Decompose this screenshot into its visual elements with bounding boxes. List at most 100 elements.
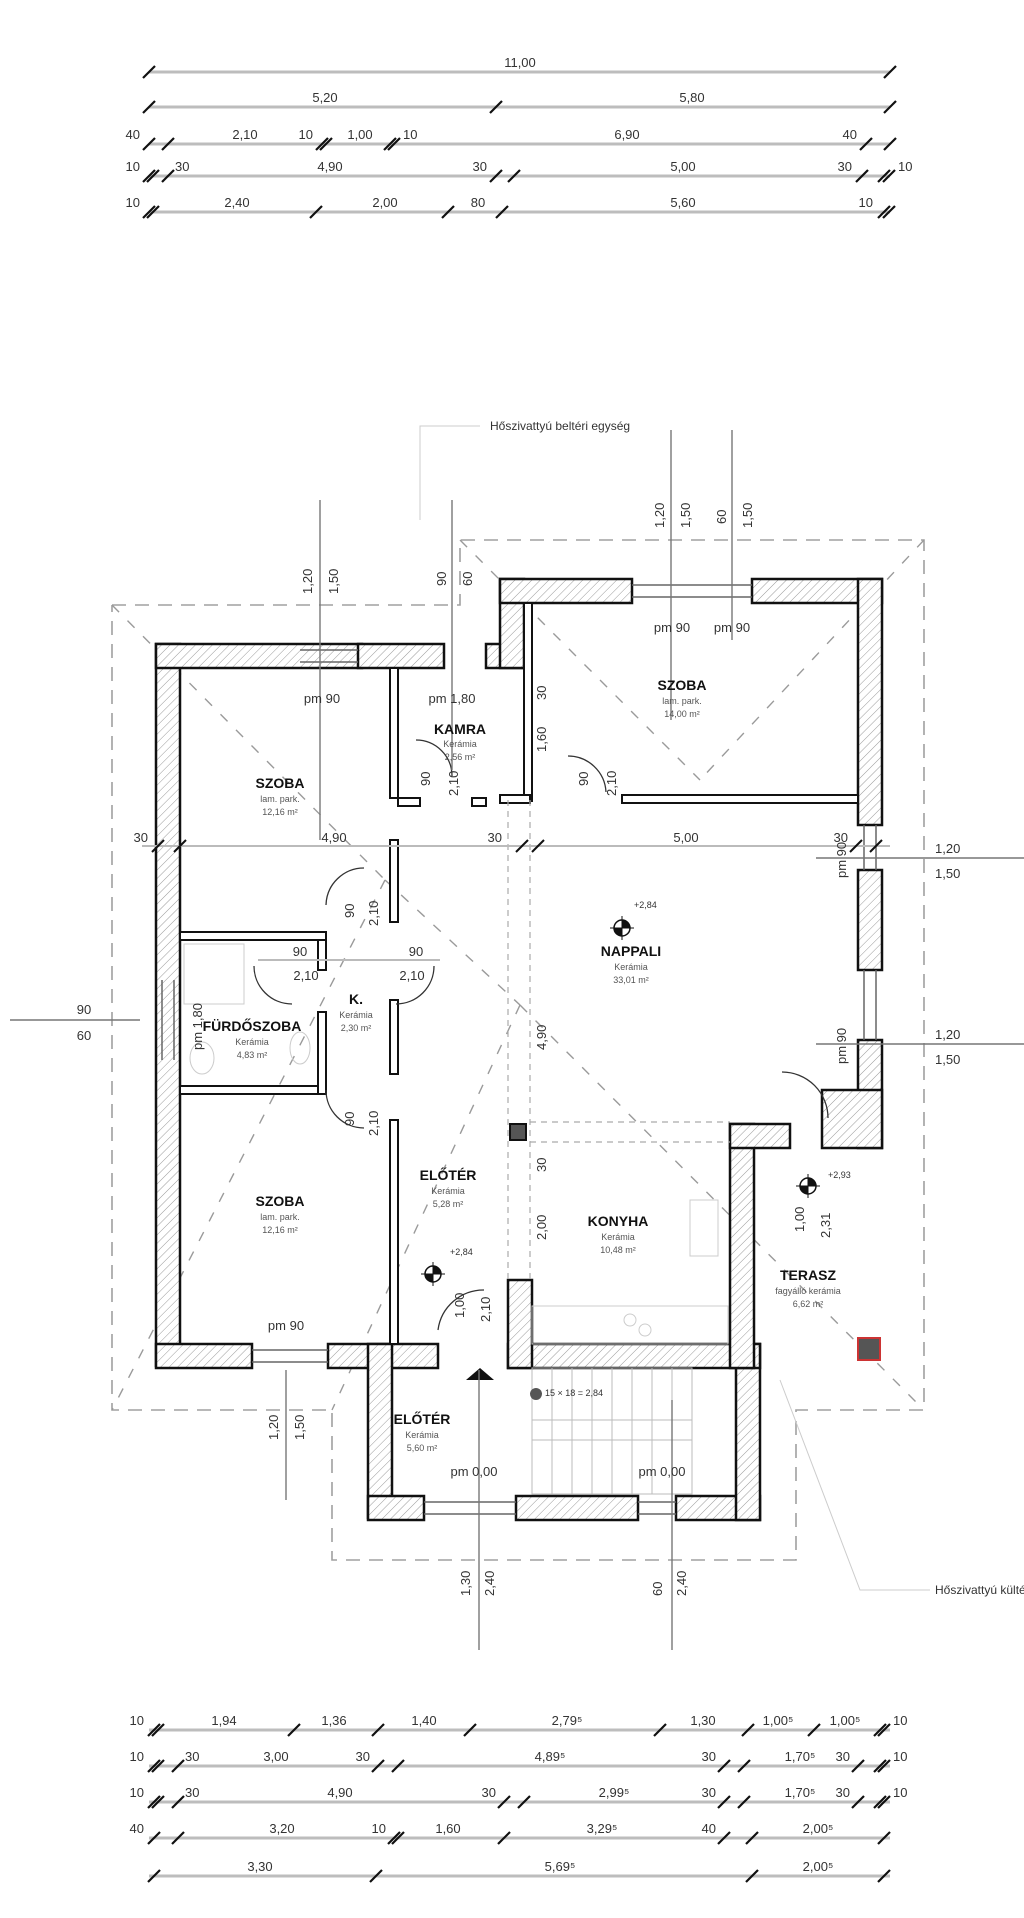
door-k-right [395,965,435,1005]
svg-text:Kerámia: Kerámia [405,1430,439,1440]
svg-text:1,20: 1,20 [935,1027,960,1042]
room-furdoszoba: FÜRDŐSZOBA Kerámia 4,83 m² [203,1017,302,1060]
stair-start-dot [530,1388,542,1400]
top-dimension-ticks [142,65,897,219]
svg-text:1,50: 1,50 [935,866,960,881]
pm-label: pm 90 [654,620,690,635]
svg-text:30: 30 [834,830,848,845]
window-height-labels: 1,20 1,50 90 60 1,20 1,50 60 1,50 1,20 1… [77,503,961,1596]
pm-label: pm 90 [268,1318,304,1333]
dim-label: 2,10 [232,127,257,142]
svg-text:+2,84: +2,84 [450,1247,473,1257]
kitchen-fixtures [531,1199,729,1345]
svg-text:KAMRA: KAMRA [434,721,486,737]
svg-text:K.: K. [349,991,363,1007]
svg-text:60: 60 [650,1582,665,1596]
svg-text:SZOBA: SZOBA [658,677,707,693]
svg-text:30: 30 [836,1749,850,1764]
pm-label: pm 90 [834,842,849,878]
svg-text:1,30: 1,30 [690,1713,715,1728]
svg-text:5,00: 5,00 [673,830,698,845]
bottom-dimension-chains [149,1728,890,1878]
roof-hip-lines [111,539,925,1411]
svg-text:1,40: 1,40 [411,1713,436,1728]
svg-text:1,50: 1,50 [292,1415,307,1440]
heat-pump-outdoor-label: Hőszivattyú kültéri egység [935,1583,1024,1597]
svg-text:Kerámia: Kerámia [443,739,477,749]
svg-text:90: 90 [293,944,307,959]
svg-text:2,00⁵: 2,00⁵ [803,1859,834,1874]
svg-text:lam. park.: lam. park. [260,794,300,804]
dim-label: 1,00 [347,127,372,142]
room-eloter-1: ELŐTÉR Kerámia 5,28 m² [420,1166,477,1209]
dim-label: 40 [843,127,857,142]
exterior-walls [154,577,884,1522]
svg-text:30: 30 [488,830,502,845]
svg-text:2,10: 2,10 [446,771,461,796]
dim-label: 2,00 [372,195,397,210]
svg-text:4,90: 4,90 [321,830,346,845]
svg-text:10: 10 [130,1749,144,1764]
door-terasz [781,1071,829,1119]
dim-label: 5,80 [679,90,704,105]
pm-label: pm 90 [714,620,750,635]
svg-text:4,90: 4,90 [534,1025,549,1050]
svg-text:1,60: 1,60 [534,727,549,752]
svg-text:Kerámia: Kerámia [614,962,648,972]
svg-text:2,31: 2,31 [818,1213,833,1238]
level-marker-icon [421,1262,445,1286]
svg-text:+2,84: +2,84 [634,900,657,910]
room-nappali: NAPPALI Kerámia 33,01 m² [601,943,661,985]
leader-lines [419,425,930,1591]
svg-text:2,40: 2,40 [674,1571,689,1596]
svg-text:12,16 m²: 12,16 m² [262,1225,298,1235]
dim-label: 6,90 [614,127,639,142]
room-szoba-ne: SZOBA lam. park. 14,00 m² [658,677,707,719]
chimney [857,1337,881,1361]
room-szoba-nw: SZOBA lam. park. 12,16 m² [256,775,305,817]
svg-text:1,50: 1,50 [326,569,341,594]
svg-text:2,99⁵: 2,99⁵ [599,1785,630,1800]
svg-text:30: 30 [185,1785,199,1800]
svg-text:FÜRDŐSZOBA: FÜRDŐSZOBA [203,1017,302,1034]
svg-text:10,48 m²: 10,48 m² [600,1245,636,1255]
svg-text:2,40: 2,40 [482,1571,497,1596]
svg-text:3,29⁵: 3,29⁵ [587,1821,618,1836]
svg-text:TERASZ: TERASZ [780,1267,836,1283]
svg-text:3,30: 3,30 [247,1859,272,1874]
svg-text:30: 30 [836,1785,850,1800]
beam-lines [507,800,730,1280]
svg-text:5,60 m²: 5,60 m² [407,1443,438,1453]
svg-text:1,00: 1,00 [792,1207,807,1232]
svg-text:1,20: 1,20 [266,1415,281,1440]
level-marker-icon [796,1174,820,1198]
svg-text:60: 60 [714,510,729,524]
svg-text:SZOBA: SZOBA [256,1193,305,1209]
svg-text:60: 60 [460,572,475,586]
top-dimension-chains [149,70,890,214]
room-kamra: KAMRA Kerámia 2,56 m² [434,721,486,762]
svg-text:2,00⁵: 2,00⁵ [803,1821,834,1836]
door-k-top [325,867,365,906]
dim-label: 4,90 [317,159,342,174]
svg-text:fagyálló kerámia: fagyálló kerámia [775,1286,841,1296]
svg-text:lam. park.: lam. park. [662,696,702,706]
svg-text:Kerámia: Kerámia [431,1186,465,1196]
door-k-left [253,965,293,1005]
svg-text:2,10: 2,10 [478,1297,493,1322]
pm-label: pm 90 [834,1028,849,1064]
svg-text:Kerámia: Kerámia [601,1232,635,1242]
parapet-labels: pm 90 pm 1,80 pm 90 pm 90 pm 90 pm 0,00 … [190,620,849,1479]
interior-walls [179,602,859,1345]
svg-text:1,20: 1,20 [652,503,667,528]
bathroom-fixtures [183,943,311,1075]
entry-arrow-icon [466,1368,494,1380]
svg-text:4,89⁵: 4,89⁵ [535,1749,566,1764]
bottom-dimension-ticks [147,1723,891,1883]
svg-text:2,10: 2,10 [399,968,424,983]
svg-text:30: 30 [534,686,549,700]
door-k-bottom [325,1089,365,1129]
svg-text:30: 30 [185,1749,199,1764]
svg-text:4,90: 4,90 [327,1785,352,1800]
svg-text:1,20: 1,20 [300,569,315,594]
